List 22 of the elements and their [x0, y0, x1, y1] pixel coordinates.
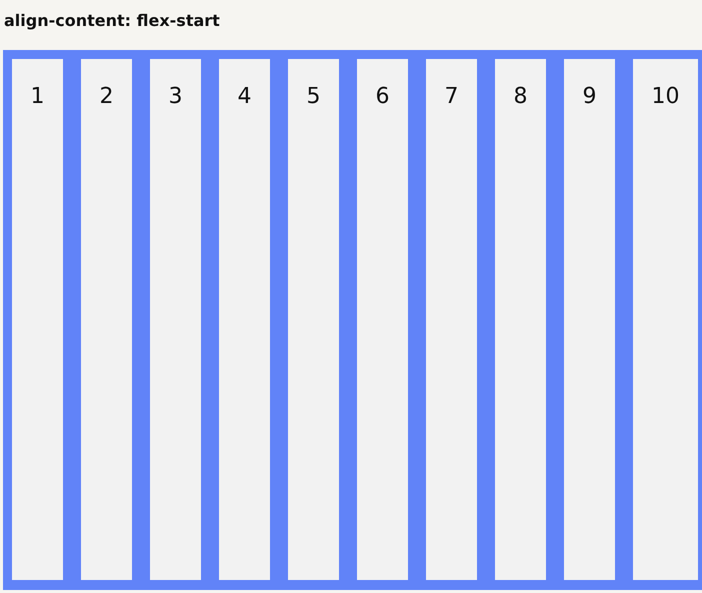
flex-item	[357, 59, 408, 580]
flex-item	[150, 59, 201, 580]
flex-item	[81, 59, 132, 580]
item-number: 2	[100, 83, 114, 111]
item-number: 3	[168, 83, 182, 111]
item-number: 10	[652, 83, 680, 111]
flex-item	[288, 59, 339, 580]
item-number: 1	[30, 83, 44, 111]
item-number: 9	[582, 83, 596, 111]
title: align-content: flex-start	[4, 10, 220, 32]
item-number: 8	[514, 83, 528, 111]
flex-container	[3, 50, 702, 590]
flex-item	[564, 59, 615, 580]
flex-item	[219, 59, 270, 580]
item-number: 4	[238, 83, 252, 111]
item-number: 5	[306, 83, 320, 111]
flex-item	[633, 59, 698, 580]
flex-item	[426, 59, 477, 580]
item-number: 6	[376, 83, 390, 111]
flex-item	[12, 59, 63, 580]
flex-item	[495, 59, 546, 580]
item-number: 7	[444, 83, 458, 111]
